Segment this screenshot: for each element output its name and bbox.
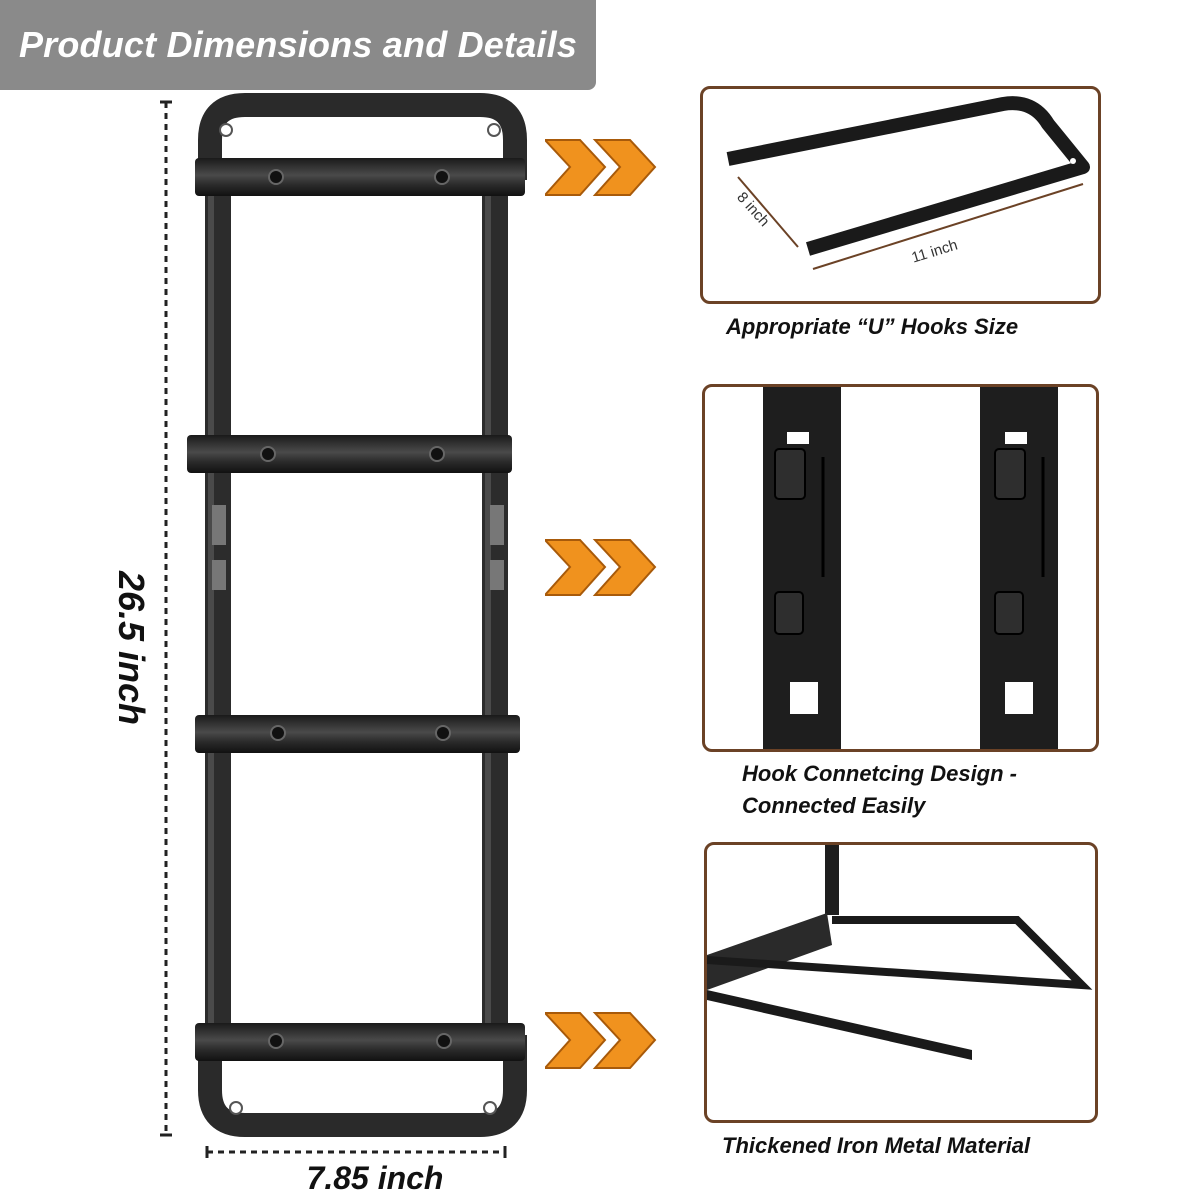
width-dimension-label: 7.85 inch	[306, 1160, 444, 1196]
bottom-u-hook	[198, 1035, 527, 1137]
hook-connecting-panel	[702, 384, 1099, 752]
band-3	[195, 715, 520, 753]
u-hook-size-panel: 8 inch 11 inch	[700, 86, 1101, 304]
height-dimension-label: 26.5 inch	[111, 570, 152, 726]
hook-connecting-illustration	[763, 387, 1058, 749]
material-panel	[704, 842, 1098, 1123]
material-illustration	[707, 845, 1093, 1060]
double-chevron-icon	[545, 539, 657, 596]
double-chevron-icon	[545, 1012, 657, 1069]
band-4	[195, 1023, 525, 1061]
top-u-hook	[198, 93, 527, 180]
depth-measure-line	[737, 176, 799, 248]
band-1	[195, 158, 525, 196]
hook-connecting-caption-line2: Connected Easily	[742, 793, 926, 818]
u-hook-size-caption: Appropriate “U” Hooks Size	[726, 314, 1019, 339]
left-connector	[212, 505, 226, 545]
page-title: Product Dimensions and Details	[18, 24, 578, 65]
double-chevron-icon	[545, 139, 657, 196]
material-caption: Thickened Iron Metal Material	[722, 1133, 1031, 1158]
u-hook-illustration	[726, 96, 1090, 270]
length-measure-line	[812, 183, 1084, 270]
band-2	[187, 435, 512, 473]
title-banner: Product Dimensions and Details	[0, 0, 596, 90]
hook-connecting-caption: Hook Connetcing Design - Connected Easil…	[742, 758, 1017, 822]
right-connector	[490, 505, 504, 545]
hook-connecting-caption-line1: Hook Connetcing Design -	[742, 761, 1017, 786]
